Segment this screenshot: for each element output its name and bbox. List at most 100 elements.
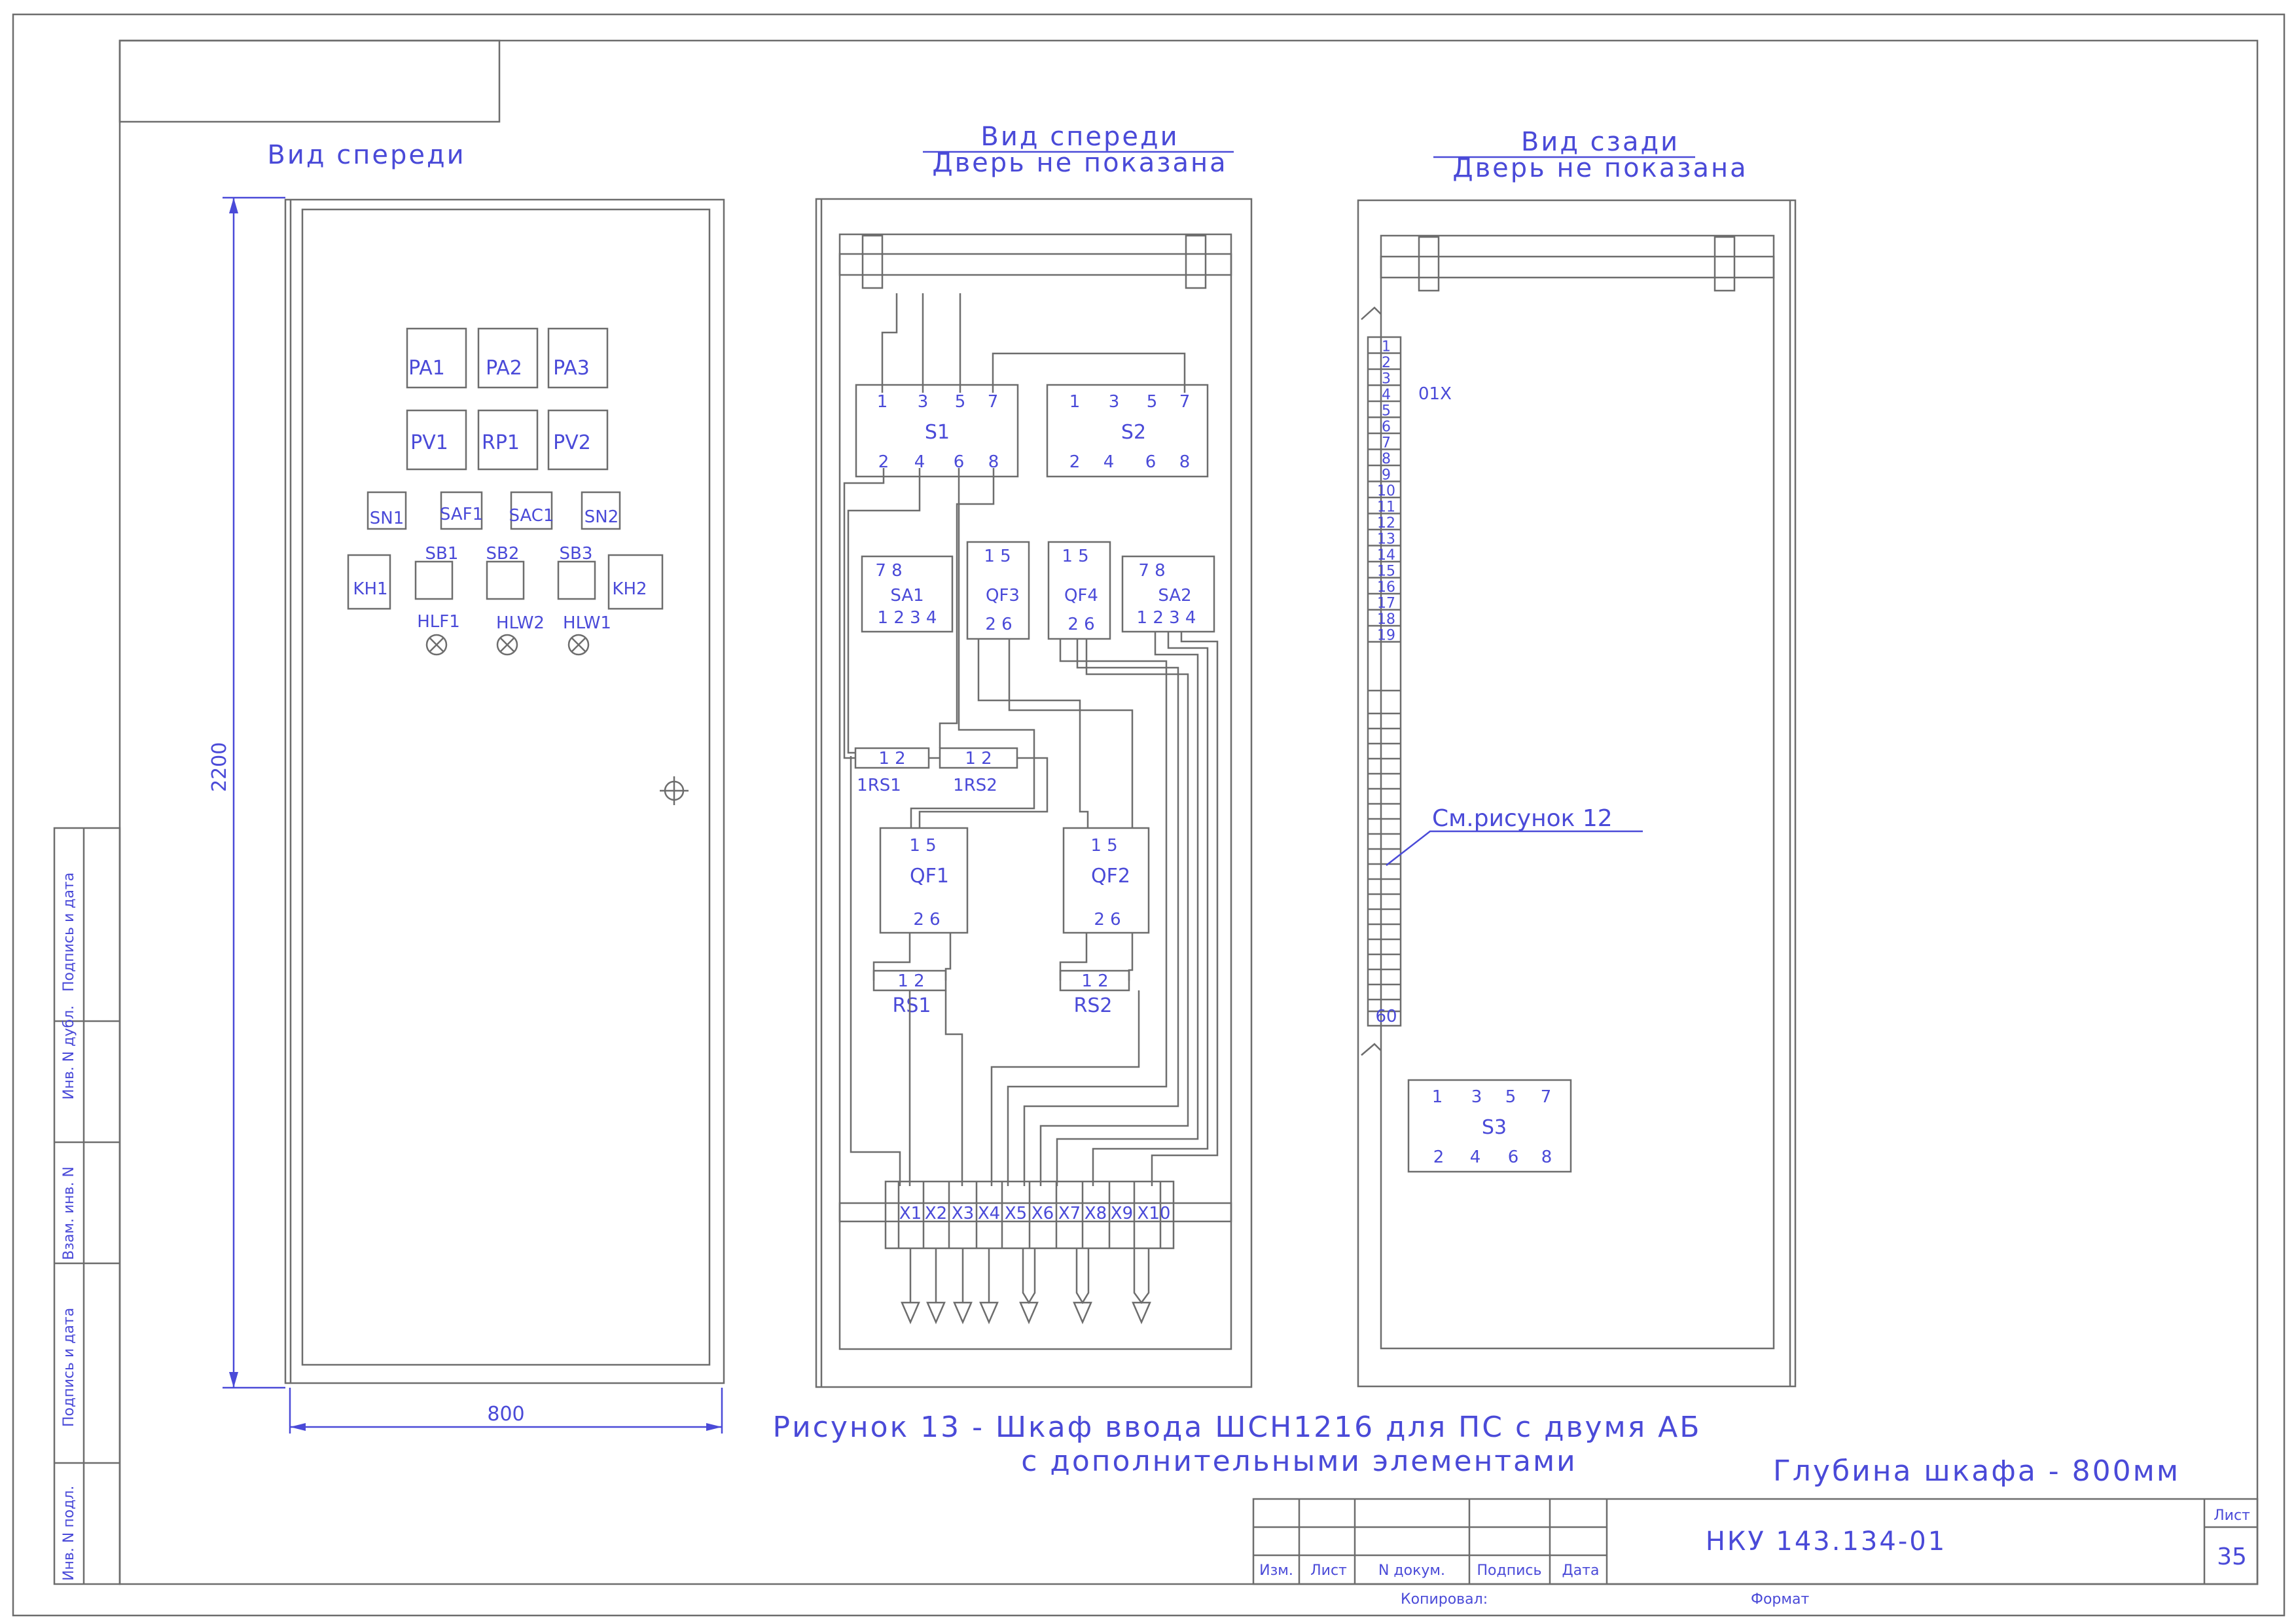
svg-text:PV2: PV2	[553, 431, 591, 454]
front-view-no-door: Вид спереди Дверь не показана 1 3 5 7 S1…	[815, 122, 1253, 1388]
front-view: Вид спереди 2200 800 PA1 PA2 PA3 PV1 RP1…	[208, 140, 725, 1434]
svg-text:1 2: 1 2	[1081, 971, 1108, 991]
meter-pa3	[547, 327, 609, 389]
copied-by-label: Копировал:	[1401, 1591, 1488, 1608]
door-panel	[301, 208, 711, 1366]
breaker-qf3	[966, 541, 1030, 640]
meter-pv1	[406, 409, 467, 471]
document-designation: НКУ 143.134-01	[1706, 1526, 1946, 1557]
svg-text:S1: S1	[925, 421, 950, 444]
svg-text:1 2 3 4: 1 2 3 4	[1137, 608, 1196, 628]
svg-text:SN1: SN1	[370, 509, 404, 528]
svg-text:6: 6	[1145, 452, 1157, 472]
svg-text:7: 7	[1179, 392, 1191, 412]
svg-text:HLW2: HLW2	[496, 613, 545, 633]
svg-text:1 2 3 4: 1 2 3 4	[878, 608, 937, 628]
svg-text:HLF1: HLF1	[417, 612, 460, 632]
stamp-sign-date-1: Подпись и дата	[61, 873, 77, 992]
svg-text:SAF1: SAF1	[440, 505, 483, 524]
terminal-number: 12	[1377, 515, 1395, 532]
svg-text:QF3: QF3	[986, 586, 1020, 605]
switch-sn1	[367, 491, 407, 530]
svg-text:1RS1: 1RS1	[857, 776, 901, 795]
stamp-orig-inv: Инв. N подл.	[61, 1486, 77, 1581]
svg-text:6: 6	[1508, 1147, 1519, 1167]
svg-text:Лист: Лист	[1310, 1562, 1347, 1579]
svg-text:N докум.: N докум.	[1378, 1562, 1445, 1579]
terminal-x9: X9	[1111, 1204, 1133, 1223]
dim-width-label: 800	[487, 1403, 524, 1426]
svg-text:KH1: KH1	[353, 579, 387, 599]
svg-text:1 5: 1 5	[1062, 547, 1088, 566]
internal-cabinet-outline	[815, 198, 1253, 1388]
svg-text:3: 3	[1471, 1087, 1482, 1107]
svg-text:1 2: 1 2	[965, 749, 992, 768]
svg-text:Подпись: Подпись	[1477, 1562, 1542, 1579]
svg-text:2: 2	[878, 452, 889, 472]
terminal-number: 18	[1377, 611, 1395, 628]
svg-text:5: 5	[1147, 392, 1158, 412]
terminal-x4: X4	[978, 1204, 1000, 1223]
svg-text:1: 1	[1432, 1087, 1443, 1107]
sheet-number: 35	[2217, 1543, 2247, 1570]
svg-text:PA3: PA3	[553, 357, 590, 380]
meter-pa1	[406, 327, 467, 389]
switch-sac1	[510, 491, 553, 530]
svg-text:1 2: 1 2	[897, 971, 924, 991]
door-lock-icon	[660, 776, 689, 805]
terminal-number: 16	[1377, 579, 1395, 596]
svg-text:PA2: PA2	[486, 357, 522, 380]
svg-text:PA1: PA1	[408, 357, 445, 380]
svg-text:Дата: Дата	[1562, 1562, 1600, 1579]
svg-text:RS2: RS2	[1074, 994, 1113, 1017]
svg-text:SB2: SB2	[486, 544, 520, 564]
caption-line-1: Рисунок 13 - Шкаф ввода ШСН1216 для ПС с…	[773, 1411, 1702, 1444]
svg-text:2: 2	[1069, 452, 1081, 472]
internal-wiring	[843, 293, 1219, 1186]
rear-view: Вид сзади Дверь не показана 01X 12345678…	[1357, 127, 1797, 1388]
svg-text:SA1: SA1	[890, 586, 924, 605]
svg-text:5: 5	[955, 392, 966, 412]
side-stamp-column: Подпись и дата Инв. N дубл. Взам. инв. N…	[53, 827, 121, 1585]
outer-border	[12, 13, 2286, 1617]
svg-text:1RS2: 1RS2	[953, 776, 997, 795]
rear-busbars	[1380, 236, 1775, 292]
meter-pv2	[547, 409, 609, 471]
terminal-number: 19	[1377, 628, 1395, 644]
terminal-x6: X6	[1031, 1204, 1054, 1223]
format-label: Формат	[1751, 1591, 1809, 1608]
svg-text:S2: S2	[1121, 421, 1146, 444]
switch-s3	[1407, 1079, 1572, 1173]
switch-s1	[855, 384, 1019, 478]
svg-text:HLW1: HLW1	[563, 613, 611, 633]
terminal-x8: X8	[1085, 1204, 1107, 1223]
key-kh2	[607, 554, 664, 610]
svg-text:4: 4	[1470, 1147, 1481, 1167]
svg-text:1 5: 1 5	[984, 547, 1011, 566]
svg-text:7: 7	[988, 392, 999, 412]
svg-text:1: 1	[877, 392, 888, 412]
svg-text:Лист: Лист	[2214, 1507, 2250, 1524]
breaker-qf1	[879, 827, 969, 934]
svg-text:1: 1	[1069, 392, 1081, 412]
lamp-hlw2-icon	[496, 634, 518, 656]
svg-text:2 6: 2 6	[1094, 910, 1121, 929]
svg-text:2 6: 2 6	[1067, 615, 1094, 634]
terminal-x2: X2	[925, 1204, 947, 1223]
svg-text:SB1: SB1	[425, 544, 459, 564]
terminal-number: 4	[1382, 387, 1391, 403]
terminal-number: 10	[1377, 483, 1395, 499]
terminal-number: 14	[1377, 547, 1395, 564]
meter-rp1	[477, 409, 539, 471]
button-sb2	[486, 560, 525, 600]
terminal-number: 17	[1377, 596, 1395, 612]
terminal-x3: X3	[952, 1204, 974, 1223]
svg-text:1 2: 1 2	[878, 749, 905, 768]
svg-text:8: 8	[1541, 1147, 1552, 1167]
title-block: Изм. Лист N докум. Подпись Дата НКУ 143.…	[1252, 1498, 2259, 1608]
svg-text:4: 4	[1103, 452, 1115, 472]
svg-text:8: 8	[988, 452, 999, 472]
svg-text:Изм.: Изм.	[1259, 1562, 1293, 1579]
internal-view-subtitle: Дверь не показана	[932, 148, 1227, 178]
